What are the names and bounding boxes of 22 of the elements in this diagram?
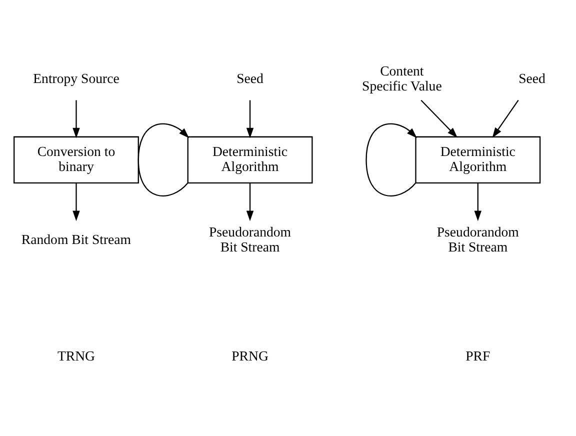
arrow xyxy=(246,100,254,138)
node-text: Pseudorandom Bit Stream xyxy=(436,224,519,254)
node-text: Random Bit Stream xyxy=(21,232,132,248)
arrow xyxy=(138,123,190,196)
node-box: Conversion to binary xyxy=(14,136,139,184)
node-text: Content Specific Value xyxy=(362,63,442,94)
node-box: Deterministic Algorithm xyxy=(187,136,313,184)
arrow xyxy=(492,100,519,138)
arrow xyxy=(420,100,458,138)
label: PRNG xyxy=(232,348,268,364)
arrow xyxy=(72,183,80,222)
node-text: Seed xyxy=(518,70,546,86)
arrow xyxy=(474,183,482,222)
arrow xyxy=(72,100,80,138)
node-box: Deterministic Algorithm xyxy=(415,136,541,184)
label: TRNG xyxy=(57,348,96,364)
arrow xyxy=(246,183,254,222)
node-text: Entropy Source xyxy=(33,70,120,86)
node-text: Seed xyxy=(236,70,264,86)
arrow xyxy=(366,123,417,196)
node-text: Pseudorandom Bit Stream xyxy=(209,224,292,254)
label: PRF xyxy=(466,348,490,364)
